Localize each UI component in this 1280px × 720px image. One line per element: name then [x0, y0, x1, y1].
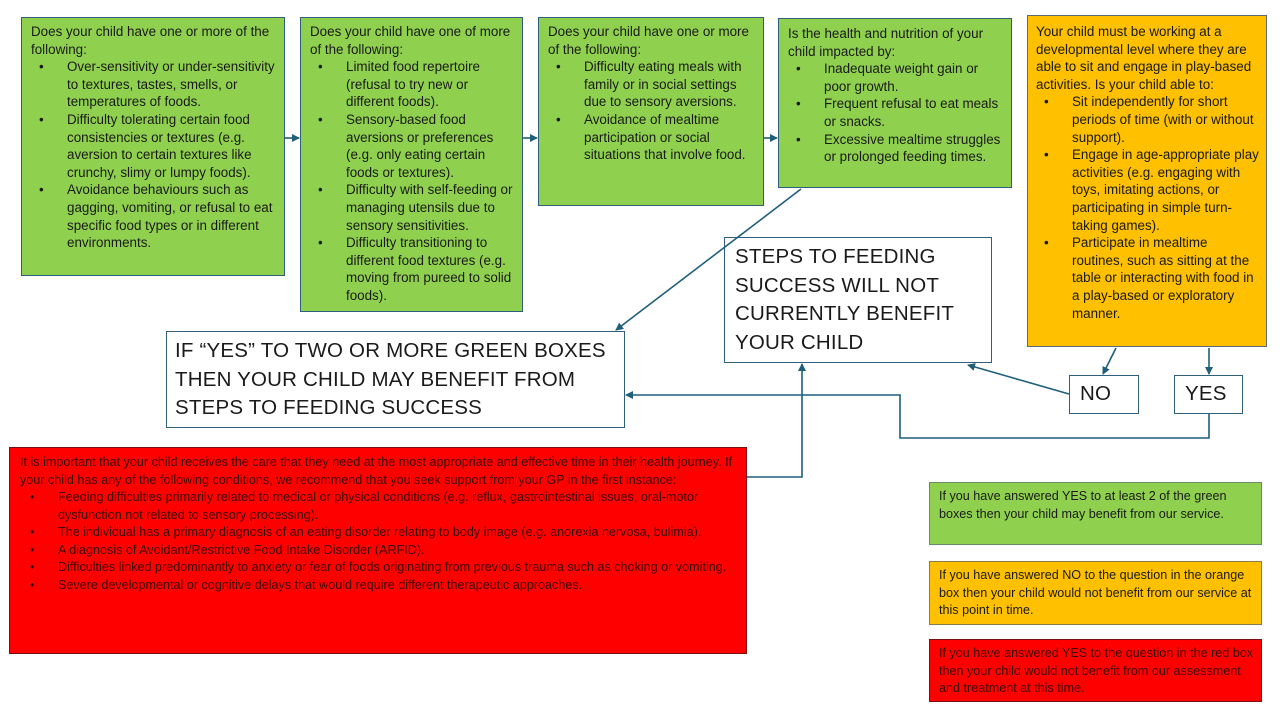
arrow-no-to-no-benefit — [967, 363, 1070, 395]
list-item: Engage in age-appropriate play activitie… — [1036, 146, 1260, 234]
no-benefit-box: STEPS TO FEEDING SUCCESS WILL NOT CURREN… — [724, 237, 992, 363]
orange-box-intro: Your child must be working at a developm… — [1036, 24, 1252, 92]
may-benefit-box: IF “YES” TO TWO OR MORE GREEN BOXES THEN… — [166, 331, 625, 428]
legend-red-text: If you have answered YES to the question… — [939, 646, 1254, 696]
green-box-health-intro: Is the health and nutrition of your chil… — [788, 26, 984, 59]
list-item: Frequent refusal to eat meals or snacks. — [788, 95, 1005, 130]
legend-orange: If you have answered NO to the question … — [929, 561, 1262, 625]
orange-box-list: Sit independently for short periods of t… — [1036, 93, 1260, 322]
legend-green: If you have answered YES to at least 2 o… — [929, 482, 1262, 545]
no-label: NO — [1080, 382, 1112, 405]
green-box-social-list: Difficulty eating meals with family or i… — [548, 58, 757, 164]
green-box-repertoire-list: Limited food repertoire (refusal to try … — [310, 58, 516, 304]
list-item: Inadequate weight gain or poor growth. — [788, 60, 1005, 95]
list-item: The individual has a primary diagnosis o… — [20, 524, 740, 542]
list-item: Sensory-based food aversions or preferen… — [310, 111, 516, 181]
green-box-social: Does your child have one or more of the … — [538, 17, 764, 206]
list-item: A diagnosis of Avoidant/Restrictive Food… — [20, 542, 740, 560]
arrow-red-to-no-benefit — [747, 363, 806, 478]
list-item: Difficulty tolerating certain food consi… — [31, 111, 278, 181]
list-item: Over-sensitivity or under-sensitivity to… — [31, 58, 278, 111]
green-box-repertoire: Does your child have one of more of the … — [300, 17, 523, 312]
no-benefit-text: STEPS TO FEEDING SUCCESS WILL NOT CURREN… — [735, 245, 954, 354]
green-box-sensory-list: Over-sensitivity or under-sensitivity to… — [31, 58, 278, 252]
yes-answer-box: YES — [1174, 375, 1243, 414]
list-item: Participate in mealtime routines, such a… — [1036, 234, 1260, 322]
may-benefit-text: IF “YES” TO TWO OR MORE GREEN BOXES THEN… — [175, 339, 606, 420]
green-box-social-intro: Does your child have one or more of the … — [548, 24, 749, 57]
red-box-gp-referral: It is important that your child receives… — [9, 447, 747, 654]
list-item: Avoidance of mealtime participation or s… — [548, 111, 757, 164]
legend-green-text: If you have answered YES to at least 2 o… — [939, 489, 1227, 521]
list-item: Severe developmental or cognitive delays… — [20, 577, 740, 595]
red-box-list: Feeding difficulties primarily related t… — [20, 489, 740, 594]
list-item: Feeding difficulties primarily related t… — [20, 489, 740, 524]
green-box-sensory-intro: Does your child have one or more of the … — [31, 24, 270, 57]
yes-label: YES — [1185, 382, 1227, 405]
red-box-intro: It is important that your child receives… — [20, 455, 733, 487]
green-box-repertoire-intro: Does your child have one of more of the … — [310, 24, 511, 57]
green-box-sensory: Does your child have one or more of the … — [21, 17, 285, 276]
green-box-health: Is the health and nutrition of your chil… — [778, 18, 1012, 188]
list-item: Avoidance behaviours such as gagging, vo… — [31, 181, 278, 251]
list-item: Difficulty transitioning to different fo… — [310, 234, 516, 304]
list-item: Difficulty with self-feeding or managing… — [310, 181, 516, 234]
orange-box-developmental: Your child must be working at a developm… — [1027, 15, 1267, 347]
green-box-health-list: Inadequate weight gain or poor growth. F… — [788, 60, 1005, 166]
list-item: Difficulties linked predominantly to anx… — [20, 559, 740, 577]
legend-orange-text: If you have answered NO to the question … — [939, 568, 1252, 618]
list-item: Excessive mealtime struggles or prolonge… — [788, 131, 1005, 166]
list-item: Sit independently for short periods of t… — [1036, 93, 1260, 146]
list-item: Limited food repertoire (refusal to try … — [310, 58, 516, 111]
arrow-orange-to-no — [1102, 347, 1117, 375]
no-answer-box: NO — [1069, 375, 1139, 414]
list-item: Difficulty eating meals with family or i… — [548, 58, 757, 111]
legend-red: If you have answered YES to the question… — [929, 639, 1262, 702]
